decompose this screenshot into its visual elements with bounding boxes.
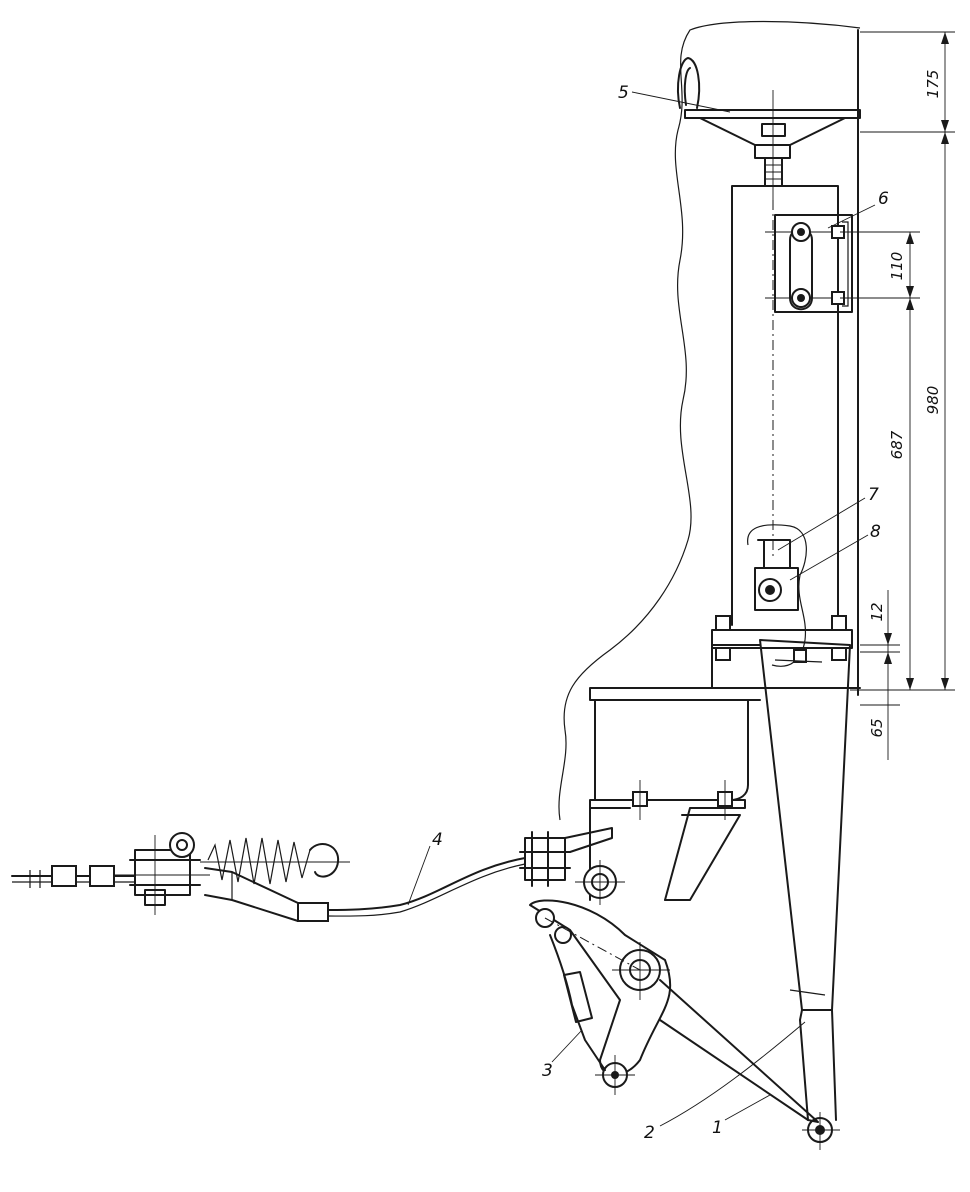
cable-end-tip	[29, 870, 41, 888]
lower-flange	[711, 629, 853, 649]
flange-bolts	[715, 615, 847, 663]
equalizer-bolts	[632, 780, 733, 820]
callout-5: 5	[618, 83, 629, 103]
nut-guide	[757, 539, 791, 569]
leader-3	[551, 1029, 583, 1063]
cable-sleeve	[204, 867, 299, 922]
return-spring	[207, 837, 311, 885]
dim-175: 175	[924, 70, 942, 99]
leader-8	[789, 534, 869, 581]
dim-980: 980	[924, 386, 942, 415]
bell-crank-link-dash	[544, 917, 641, 971]
cable-clamp-bolts	[519, 831, 571, 887]
handwheel	[677, 57, 861, 200]
leader-6	[827, 204, 876, 229]
dim-110: 110	[888, 252, 906, 281]
bell-crank-lower-cross	[595, 1055, 635, 1095]
housing-tube	[731, 185, 839, 626]
callout-1: 1	[712, 1118, 723, 1138]
cable-4-inner	[327, 863, 526, 917]
cable-end-sleeve-1	[51, 865, 77, 887]
bell-crank-pivot-cross	[612, 942, 670, 1000]
nut-pin-inner	[765, 585, 775, 595]
dim-65: 65	[868, 718, 886, 737]
callout-8: 8	[870, 522, 881, 542]
turnbuckle	[563, 971, 593, 1023]
cable-clamp	[524, 837, 566, 881]
lever-lower-pivot-cross	[802, 1112, 840, 1150]
leader-7	[777, 497, 866, 551]
floor-plate-mount	[711, 644, 761, 689]
return-spring-hook	[309, 843, 340, 878]
dim-687: 687	[888, 430, 906, 459]
cable-clamp-arm	[564, 827, 613, 853]
adjusting-nut	[754, 567, 799, 611]
lever-2	[759, 639, 851, 1121]
leader-2	[659, 1021, 806, 1127]
callout-4: 4	[432, 830, 443, 850]
leader-1	[724, 1094, 771, 1121]
callout-7: 7	[868, 485, 879, 505]
cable-4	[327, 857, 526, 911]
callout-3: 3	[542, 1061, 553, 1081]
screw-shaft-threads	[765, 164, 782, 180]
callout-2: 2	[644, 1123, 655, 1143]
cable-end-sleeve-2	[89, 865, 115, 887]
rear-clevis	[110, 832, 210, 915]
leader-5	[631, 91, 731, 113]
equalizer-pivot-cross	[575, 860, 625, 905]
cable-ferrule	[297, 902, 329, 922]
bell-crank-mid-pin	[554, 926, 572, 944]
leader-4	[407, 845, 431, 906]
floor-plate	[589, 687, 861, 701]
adjusting-rod-3	[549, 934, 606, 1071]
dimension-lines	[840, 31, 955, 760]
callout-6: 6	[878, 189, 889, 209]
bracket-bolts	[791, 222, 845, 308]
bracket-plate	[765, 214, 860, 313]
dim-12: 12	[868, 602, 886, 621]
link-1	[659, 979, 819, 1123]
frame-break-outline	[558, 20, 861, 821]
